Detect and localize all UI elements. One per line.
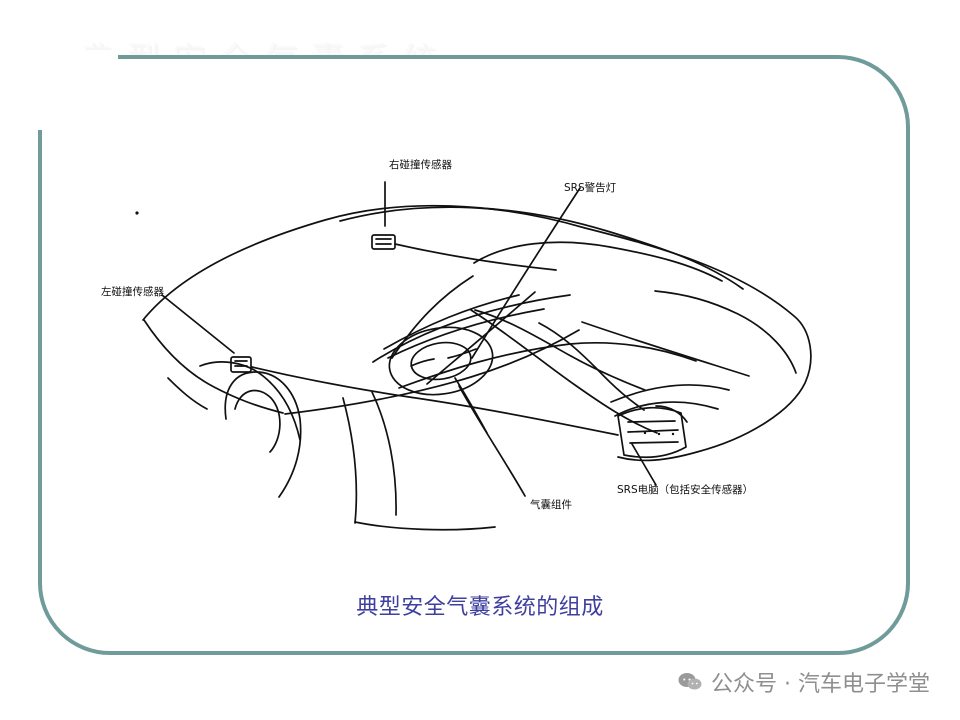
car-rear-window (474, 242, 722, 281)
right-crash-sensor (372, 235, 395, 249)
steering-spoke-left (411, 359, 434, 366)
leader-left-sensor (162, 295, 234, 353)
small-dot (135, 211, 138, 214)
wire-right-sensor (395, 244, 556, 270)
side-sill (285, 330, 579, 414)
right-crash-sensor-label: 右碰撞传感器 (389, 160, 452, 171)
ecu-dot-3 (672, 433, 674, 435)
watermark: 公众号 · 汽车电子学堂 (677, 666, 930, 698)
ecu-dot-2 (658, 433, 660, 435)
frame-gap (28, 50, 118, 130)
door-line-1 (343, 398, 356, 523)
rear-panel (655, 291, 796, 373)
right-crash-sensor-detail (376, 239, 391, 244)
ecu-dot-1 (644, 432, 646, 434)
door-line-2 (372, 392, 396, 515)
slide-caption: 典型安全气囊系统的组成 (0, 589, 960, 621)
front-wheel-arch (225, 372, 300, 497)
car-hood-edge (144, 320, 283, 413)
watermark-text: 公众号 · 汽车电子学堂 (711, 666, 930, 698)
srs-ecu-label: SRS电脑（包括安全传感器） (617, 485, 753, 496)
leader-airbag-module (459, 386, 525, 496)
srs-warning-light-label: SRS警告灯 (564, 183, 616, 194)
steering-spoke-right (448, 349, 476, 358)
leader-ecu (632, 444, 656, 485)
rear-deck (582, 322, 749, 376)
airbag-module-label: 气囊组件 (530, 500, 572, 511)
left-crash-sensor-label: 左碰撞传感器 (101, 287, 164, 298)
front-bumper (168, 378, 207, 409)
door-bottom (355, 522, 495, 530)
center-console (471, 310, 657, 433)
wechat-icon (677, 671, 703, 693)
